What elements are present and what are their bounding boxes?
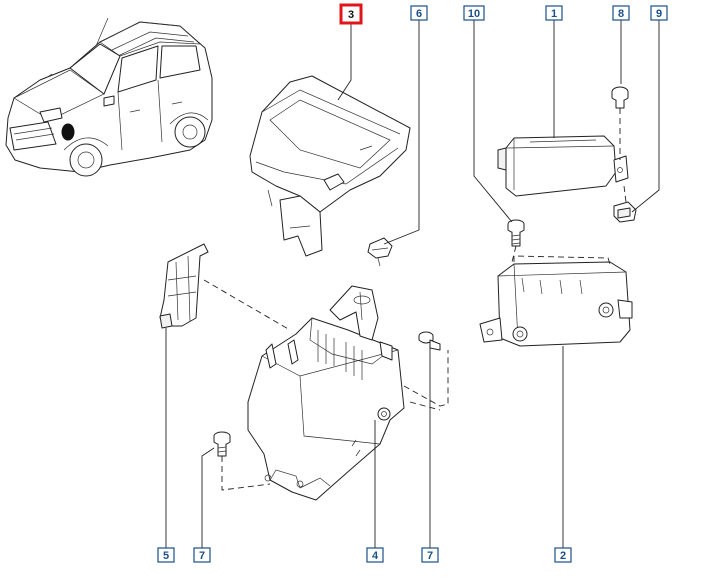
callout-5[interactable]: 5 bbox=[157, 547, 175, 563]
callout-3-label: 3 bbox=[348, 9, 354, 21]
callout-2-label: 2 bbox=[560, 550, 566, 562]
callout-8[interactable]: 8 bbox=[612, 5, 630, 21]
part-1-control-module[interactable] bbox=[497, 135, 629, 197]
part-10-bolt[interactable] bbox=[507, 219, 525, 247]
callout-7-left[interactable]: 7 bbox=[193, 547, 211, 563]
callout-10-label: 10 bbox=[468, 8, 480, 20]
part-9-nut[interactable] bbox=[613, 201, 637, 223]
callout-4-label: 4 bbox=[372, 550, 379, 562]
callout-6[interactable]: 6 bbox=[410, 5, 428, 21]
part-2-module-bracket[interactable] bbox=[479, 261, 633, 347]
callout-3[interactable]: 3 bbox=[339, 3, 363, 25]
callout-4[interactable]: 4 bbox=[366, 547, 384, 563]
callout-7-right[interactable]: 7 bbox=[421, 547, 439, 563]
callout-9-label: 9 bbox=[656, 8, 662, 20]
callout-1-label: 1 bbox=[551, 8, 557, 20]
callout-7-left-label: 7 bbox=[199, 550, 205, 562]
assembly-lines bbox=[203, 108, 627, 491]
callout-2[interactable]: 2 bbox=[554, 547, 572, 563]
callout-10[interactable]: 10 bbox=[463, 5, 485, 21]
callout-6-label: 6 bbox=[416, 8, 422, 20]
callout-9[interactable]: 9 bbox=[650, 5, 668, 21]
part-4-fusebox-base[interactable] bbox=[247, 285, 405, 501]
vehicle-locator-illustration bbox=[5, 17, 213, 177]
callout-8-label: 8 bbox=[618, 8, 624, 20]
component-location-marker bbox=[61, 123, 75, 141]
callout-5-label: 5 bbox=[163, 550, 169, 562]
leader-lines bbox=[165, 20, 660, 548]
part-7-screw-right[interactable] bbox=[418, 331, 441, 351]
part-5-bracket[interactable] bbox=[159, 243, 209, 329]
part-7-screw-left[interactable] bbox=[213, 431, 231, 457]
part-3-fusebox-cover[interactable] bbox=[249, 75, 411, 257]
callout-1[interactable]: 1 bbox=[545, 5, 563, 21]
part-8-bolt[interactable] bbox=[611, 86, 629, 109]
callout-7-right-label: 7 bbox=[427, 550, 433, 562]
